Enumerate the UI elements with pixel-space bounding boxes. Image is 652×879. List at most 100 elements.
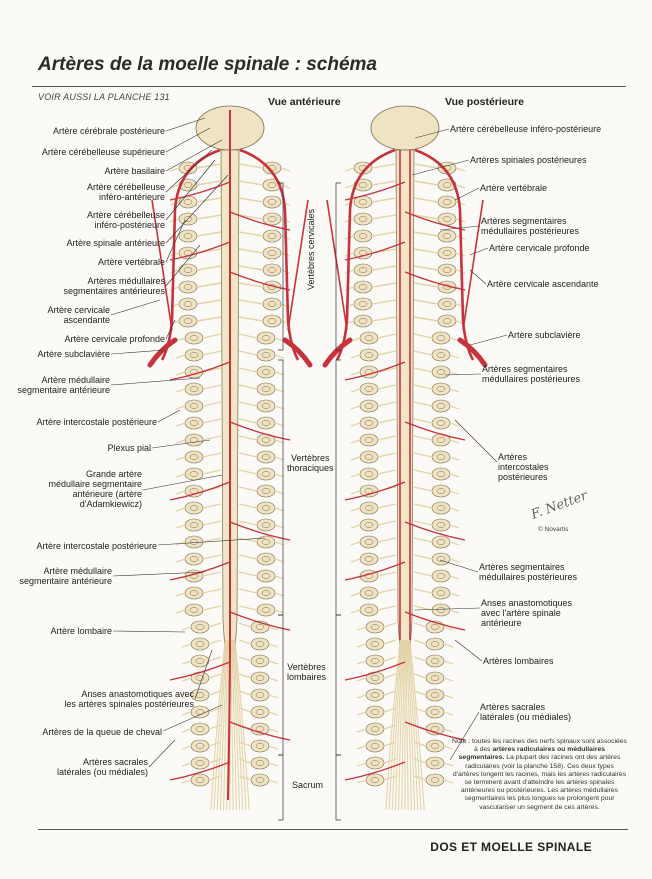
posterior-spinal-nerve xyxy=(443,643,454,648)
anterior-nerve-root xyxy=(238,690,252,696)
anterior-ganglion xyxy=(189,386,199,392)
anterior-vertebral-segment xyxy=(262,229,282,243)
anterior-vertebral-segment xyxy=(184,348,204,362)
posterior-vertebral-segment xyxy=(353,314,373,328)
anterior-ganglion xyxy=(183,199,193,205)
posterior-spinal-nerve xyxy=(449,575,460,580)
anterior-ganglion xyxy=(261,335,271,341)
left-label-leader-3 xyxy=(165,149,213,193)
posterior-ganglion xyxy=(364,556,374,562)
posterior-ganglion xyxy=(364,471,374,477)
anterior-ganglion xyxy=(261,352,271,358)
posterior-spinal-nerve xyxy=(350,609,361,614)
anterior-vertebral-segment xyxy=(250,705,270,719)
posterior-segmental-medullary-artery xyxy=(344,361,406,381)
right-label-leader-5 xyxy=(469,269,487,285)
anterior-nerve-root xyxy=(238,418,258,424)
anterior-spinal-nerve xyxy=(268,677,279,682)
posterior-vertebral-segment xyxy=(359,552,379,566)
anterior-vertebral-segment xyxy=(256,501,276,515)
left-label-leader-13 xyxy=(151,439,211,449)
anterior-ganglion xyxy=(261,505,271,511)
anterior-ganglion xyxy=(183,284,193,290)
anterior-nerve-root xyxy=(202,571,222,577)
posterior-spinal-nerve xyxy=(350,558,361,563)
anterior-nerve-root xyxy=(238,401,258,407)
anterior-vertebral-segment xyxy=(256,586,276,600)
anterior-vertebral-segment xyxy=(262,246,282,260)
posterior-ganglion xyxy=(442,250,452,256)
posterior-vertebral-segment xyxy=(359,382,379,396)
posterior-spinal-nerve xyxy=(443,711,454,716)
anterior-spinal-nerve xyxy=(268,728,279,733)
posterior-ganglion xyxy=(442,199,452,205)
anterior-nerve-root xyxy=(238,214,264,220)
anterior-spinal-nerve xyxy=(274,354,285,359)
anterior-nerve-root xyxy=(238,248,264,254)
posterior-nerve-root xyxy=(413,503,433,509)
anterior-vertebral-segment xyxy=(184,331,204,345)
posterior-vertebral-segment xyxy=(359,416,379,430)
posterior-ganglion xyxy=(430,641,440,647)
anterior-vertebral-segment xyxy=(184,484,204,498)
posterior-nerve-root xyxy=(413,333,433,339)
posterior-spinal-nerve xyxy=(449,354,460,359)
anterior-ganglion xyxy=(183,216,193,222)
title-rule xyxy=(32,86,626,87)
region-bracket-1 xyxy=(335,359,341,616)
posterior-segmental-medullary-artery xyxy=(404,721,466,741)
left-label-15: Artère intercostale postérieure xyxy=(36,541,157,551)
anterior-ganglion xyxy=(261,590,271,596)
posterior-vertebral-segment xyxy=(425,773,445,787)
posterior-nerve-root xyxy=(413,775,427,781)
posterior-spinal-nerve xyxy=(350,422,361,427)
anterior-ganglion xyxy=(261,437,271,443)
anterior-vertebral-segment xyxy=(184,450,204,464)
anterior-nerve-root xyxy=(202,418,222,424)
anterior-nerve-root xyxy=(238,537,258,543)
posterior-nerve-root xyxy=(413,656,427,662)
anterior-view-heading: Vue antérieure xyxy=(268,96,341,108)
anterior-spinal-nerve xyxy=(280,184,291,189)
posterior-vertebral-segment xyxy=(437,297,457,311)
anterior-ganglion xyxy=(261,369,271,375)
posterior-spinal-nerve xyxy=(449,405,460,410)
anterior-spinal-nerve xyxy=(181,745,192,750)
posterior-nerve-root xyxy=(377,333,397,339)
posterior-ganglion xyxy=(436,420,446,426)
anterior-nerve-root xyxy=(238,554,258,560)
posterior-segmental-medullary-artery xyxy=(344,661,406,681)
anterior-nerve-root xyxy=(238,571,258,577)
left-label-2: Artère basilaire xyxy=(104,166,165,176)
posterior-ganglion xyxy=(442,318,452,324)
anterior-spinal-nerve xyxy=(268,762,279,767)
anterior-ganglion xyxy=(261,420,271,426)
anterior-nerve-root xyxy=(238,520,258,526)
anterior-nerve-root xyxy=(238,367,258,373)
note-text-2: La plupart des racines ont des artères r… xyxy=(452,754,627,811)
anterior-vertebral-segment xyxy=(178,297,198,311)
posterior-nerve-root xyxy=(371,231,397,237)
posterior-spinal-nerve xyxy=(356,643,367,648)
posterior-spinal-nerve xyxy=(443,626,454,631)
anterior-spinal-nerve xyxy=(181,728,192,733)
posterior-nerve-root xyxy=(377,452,397,458)
posterior-vertebral-segment xyxy=(353,297,373,311)
region-bracket-0 xyxy=(278,182,284,351)
anterior-nerve-root xyxy=(238,656,252,662)
posterior-nerve-root xyxy=(371,214,397,220)
anterior-segmental-medullary-artery xyxy=(229,721,291,741)
posterior-vertebral-segment xyxy=(431,331,451,345)
right-label-4: Artère cervicale profonde xyxy=(489,243,590,253)
anterior-ganglion xyxy=(255,692,265,698)
posterior-spinal-nerve xyxy=(449,592,460,597)
left-label-leader-1 xyxy=(165,127,211,153)
posterior-vertebral-segment xyxy=(431,603,451,617)
posterior-ganglion xyxy=(364,607,374,613)
posterior-spinal-nerve xyxy=(449,490,460,495)
left-label-leader-19 xyxy=(162,704,223,732)
posterior-segmental-medullary-artery xyxy=(344,241,406,261)
